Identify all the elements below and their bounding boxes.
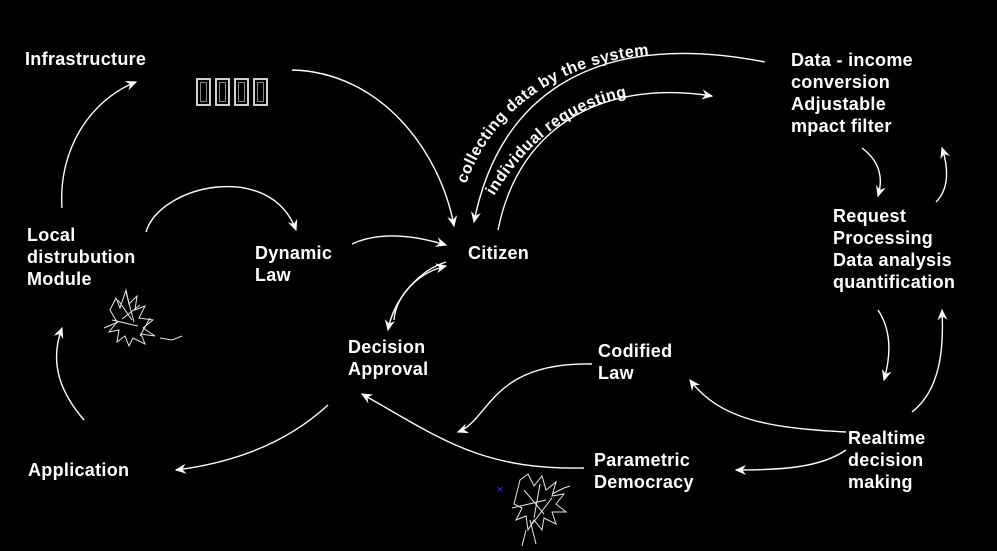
arrow-codified-law-to-decision: [456, 363, 593, 434]
arrow-module-to-dynamic-law: [145, 185, 298, 233]
arrow-citizen-to-data: [497, 89, 714, 231]
arrow-decision-to-citizen: [393, 263, 448, 321]
scribble-figure-left: [103, 288, 183, 348]
node-realtime-decision-making: Realtime decision making: [848, 428, 926, 492]
arrow-infrastructure-to-citizen: [291, 69, 458, 228]
arrow-realtime-to-parametric: [734, 449, 847, 476]
node-data-income-conversion: Data - income conversion Adjustable mpac…: [791, 50, 913, 136]
missing-glyph-boxes-icon: [196, 78, 268, 106]
node-infrastructure: Infrastructure: [25, 49, 147, 69]
arrow-data-to-citizen: [471, 52, 766, 224]
arrow-request-to-data: [935, 146, 950, 203]
arc-label-collecting: collecting data by the system: [454, 42, 650, 186]
blue-cross-mark: ×: [496, 485, 504, 495]
arrow-dynamic-law-to-citizen: [351, 235, 448, 247]
node-citizen: Citizen: [468, 243, 530, 263]
arrow-parametric-to-decision: [360, 393, 585, 469]
arrow-application-to-module: [53, 326, 85, 421]
node-decision-approval: Decision Approval: [348, 337, 429, 379]
node-application: Application: [28, 460, 130, 480]
arrow-request-to-realtime: [877, 309, 892, 382]
arrow-realtime-to-codified-law: [689, 378, 847, 433]
node-codified-law: Codified Law: [598, 341, 673, 383]
node-dynamic-law: Dynamic Law: [255, 243, 333, 285]
node-parametric-democracy: Parametric Democracy: [594, 450, 694, 492]
arrow-decision-to-application: [174, 404, 329, 474]
node-request-processing: Request Processing Data analysis quantif…: [833, 206, 956, 292]
arrow-citizen-to-decision: [384, 261, 447, 332]
arrow-module-to-infrastructure: [61, 80, 138, 209]
arrow-data-to-request: [861, 147, 886, 198]
arrow-realtime-to-request: [911, 308, 948, 413]
node-local-distribution-module: Local distrubution Module: [27, 225, 136, 289]
scribble-figure-bottom: [511, 473, 571, 547]
